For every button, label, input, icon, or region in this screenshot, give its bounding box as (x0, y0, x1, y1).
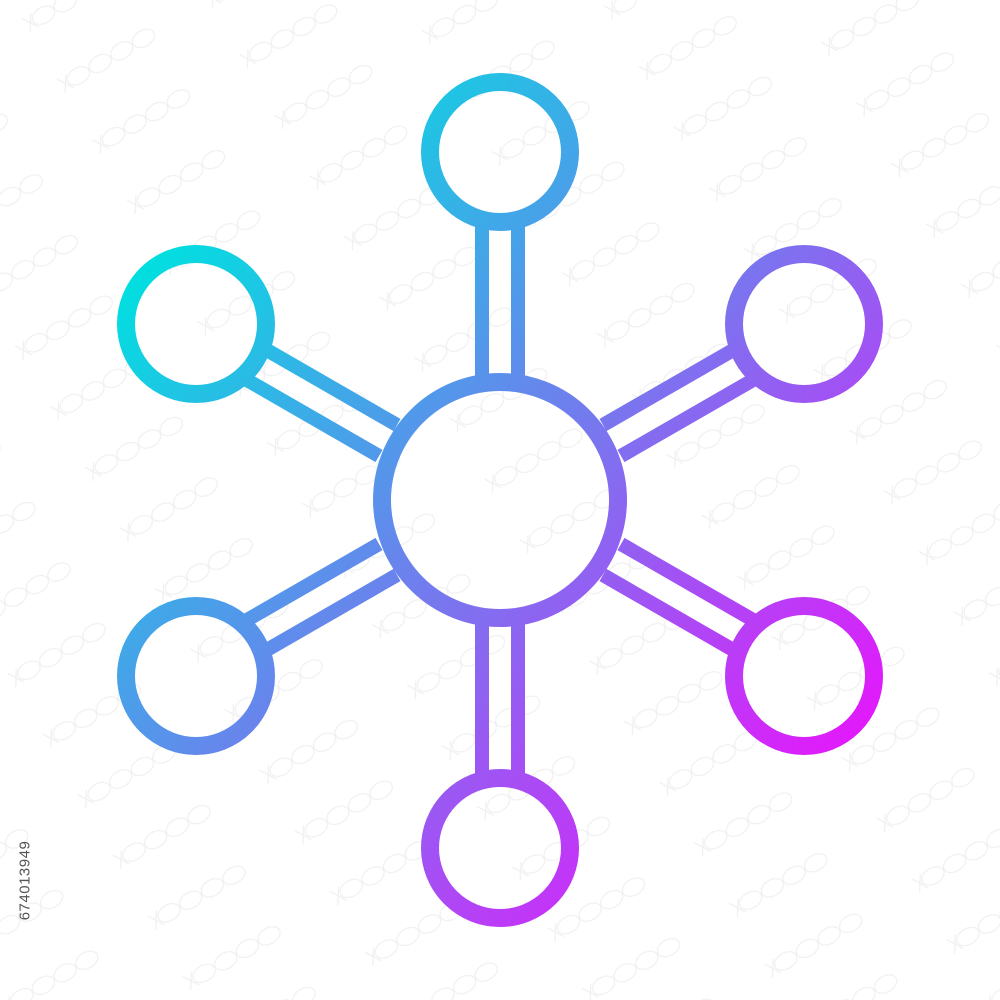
node-top (421, 73, 579, 231)
connector-upper-left (243, 342, 401, 463)
node-bottom (421, 769, 579, 927)
connector-lower-left (243, 537, 401, 658)
hub-circle (373, 373, 627, 627)
connector-top (475, 222, 525, 380)
node-upper-right (725, 245, 883, 403)
node-lower-right (725, 597, 883, 755)
connector-lower-right (599, 537, 757, 658)
stock-id-label: 674013949 (8, 760, 42, 1000)
node-lower-left (117, 597, 275, 755)
stock-id-text: 674013949 (16, 840, 34, 920)
connector-bottom (475, 620, 525, 778)
connector-upper-right (599, 342, 757, 463)
node-upper-left (117, 245, 275, 403)
